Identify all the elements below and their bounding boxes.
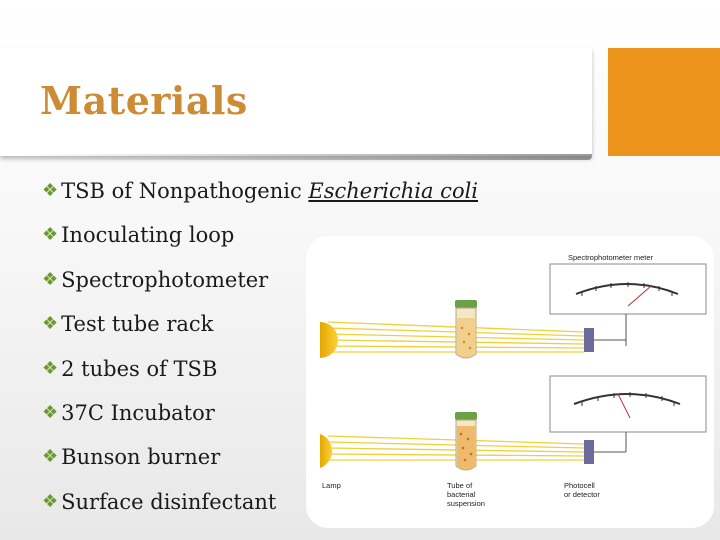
list-item: ❖Spectrophotometer [42,267,478,311]
tube-label-line1: Tube of [447,481,473,490]
list-item: ❖Inoculating loop [42,222,478,266]
list-item-text: Spectrophotometer [61,267,269,292]
diamond-bullet-icon: ❖ [42,401,59,423]
accent-block [608,48,720,156]
list-item-text: Bunson burner [61,445,221,470]
diamond-bullet-icon: ❖ [42,313,59,335]
list-item-text: 2 tubes of TSB [61,356,218,381]
meter-label: Spectrophotometer meter [568,253,654,262]
photocell-label-line2: or detector [564,490,600,499]
title-band-shadow [20,154,592,160]
materials-list: ❖TSB of Nonpathogenic Escherichia coli ❖… [42,178,478,533]
list-item: ❖37C Incubator [42,400,478,444]
spectrophotometer-diagram-svg: Spectrophotometer meter [306,236,714,528]
list-item: ❖2 tubes of TSB [42,356,478,400]
diamond-bullet-icon: ❖ [42,446,59,468]
list-item: ❖Test tube rack [42,311,478,355]
photocell-top [584,328,594,352]
list-item-text: 37C Incubator [61,400,215,425]
photocell-bottom [584,440,594,464]
photocell-label-line1: Photocell [564,481,595,490]
spectrophotometer-meter-bottom [549,375,707,448]
lamp-bottom-icon [320,434,333,468]
lamp-top-icon [320,322,338,358]
tube-label-line3: suspension [447,499,485,508]
list-item: ❖TSB of Nonpathogenic Escherichia coli [42,178,478,222]
test-tube-bottom [455,412,477,471]
spectrophotometer-diagram: Spectrophotometer meter [306,236,714,528]
diamond-bullet-icon: ❖ [42,490,59,512]
title-band [0,48,592,156]
list-item-text: TSB of Nonpathogenic [61,179,309,203]
list-item-italic: Escherichia coli [308,179,479,203]
list-item-text: Surface disinfectant [61,489,277,514]
tube-label-line2: bacterial [447,490,476,499]
spectrophotometer-meter-top [549,263,707,346]
list-item: ❖Bunson burner [42,444,478,488]
slide-title: Materials [40,78,248,123]
diamond-bullet-icon: ❖ [42,357,59,379]
diamond-bullet-icon: ❖ [42,224,59,246]
test-tube-top [455,300,477,359]
list-item-text: Inoculating loop [61,223,235,248]
diamond-bullet-icon: ❖ [42,180,59,201]
diamond-bullet-icon: ❖ [42,268,59,290]
list-item: ❖Surface disinfectant [42,489,478,533]
list-item-text: Test tube rack [61,312,214,337]
lamp-label: Lamp [322,481,341,490]
